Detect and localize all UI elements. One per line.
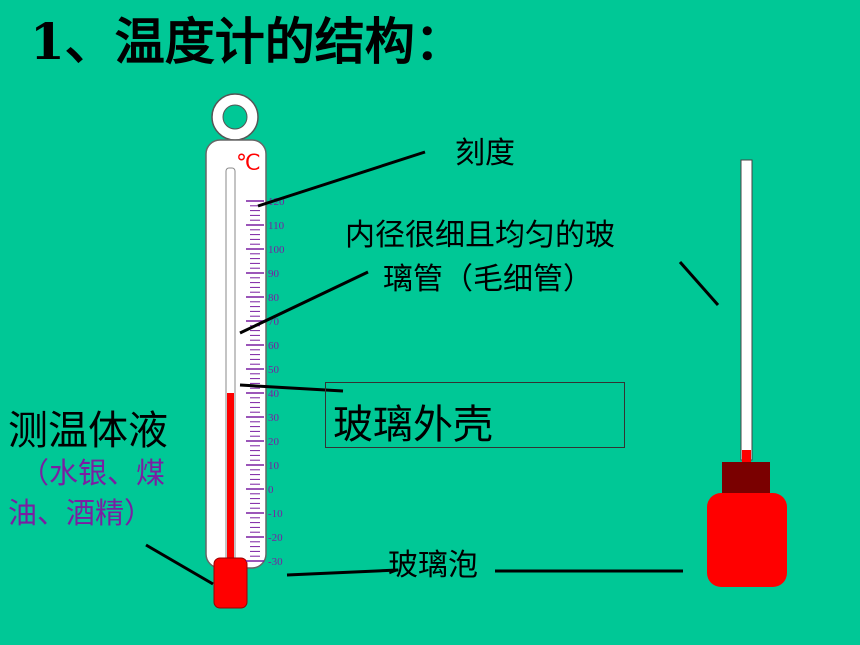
scale-tick-label: 70 — [268, 316, 280, 328]
line-tube-right — [678, 261, 720, 306]
capillary-label-line1: 内径很细且均匀的玻 — [345, 218, 615, 253]
scale-tick-label: 50 — [268, 364, 280, 376]
shell-label: 玻璃外壳 — [333, 402, 493, 448]
shell-label-box — [325, 382, 625, 448]
scale-tick-label: 100 — [268, 244, 285, 256]
bulb-label: 玻璃泡 — [388, 548, 478, 583]
line-tube — [239, 270, 369, 335]
scale-label: 刻度 — [455, 136, 515, 171]
scale-tick-label: -30 — [268, 556, 283, 568]
liquid-column-right — [742, 450, 751, 465]
page-title: 1、温度计的结构： — [30, 12, 465, 71]
line-scale — [257, 150, 426, 208]
capillary-tube-right — [740, 159, 753, 461]
liquid-examples-line2: 油、酒精） — [8, 496, 154, 530]
scale-tick-label: 110 — [268, 220, 285, 232]
liquid-label: 测温体液 — [8, 408, 168, 454]
line-bulb-left — [286, 568, 399, 577]
scale-tick-label: 10 — [268, 460, 280, 472]
scale-tick-label: 40 — [268, 388, 280, 400]
glass-bulb — [213, 557, 248, 609]
scale-tick-label: -10 — [268, 508, 283, 520]
line-liquid — [145, 543, 214, 586]
bulb-cap — [722, 462, 770, 497]
glass-bulb-right — [707, 493, 787, 587]
capillary-label-line2: 璃管（毛细管） — [383, 262, 593, 297]
scale-tick-label: 80 — [268, 292, 280, 304]
liquid-column — [227, 393, 234, 560]
scale-tick-label: 60 — [268, 340, 280, 352]
liquid-examples-line1: （水银、煤 — [20, 456, 166, 490]
ring-hole — [222, 104, 248, 130]
scale-tick-label: 20 — [268, 436, 280, 448]
scale-tick-label: 30 — [268, 412, 280, 424]
scale-tick-label: 0 — [268, 484, 274, 496]
scale-tick-label: -20 — [268, 532, 283, 544]
unit-label: ℃ — [236, 150, 261, 175]
right-thermometer — [707, 159, 787, 587]
scale-tick-label: 90 — [268, 268, 280, 280]
